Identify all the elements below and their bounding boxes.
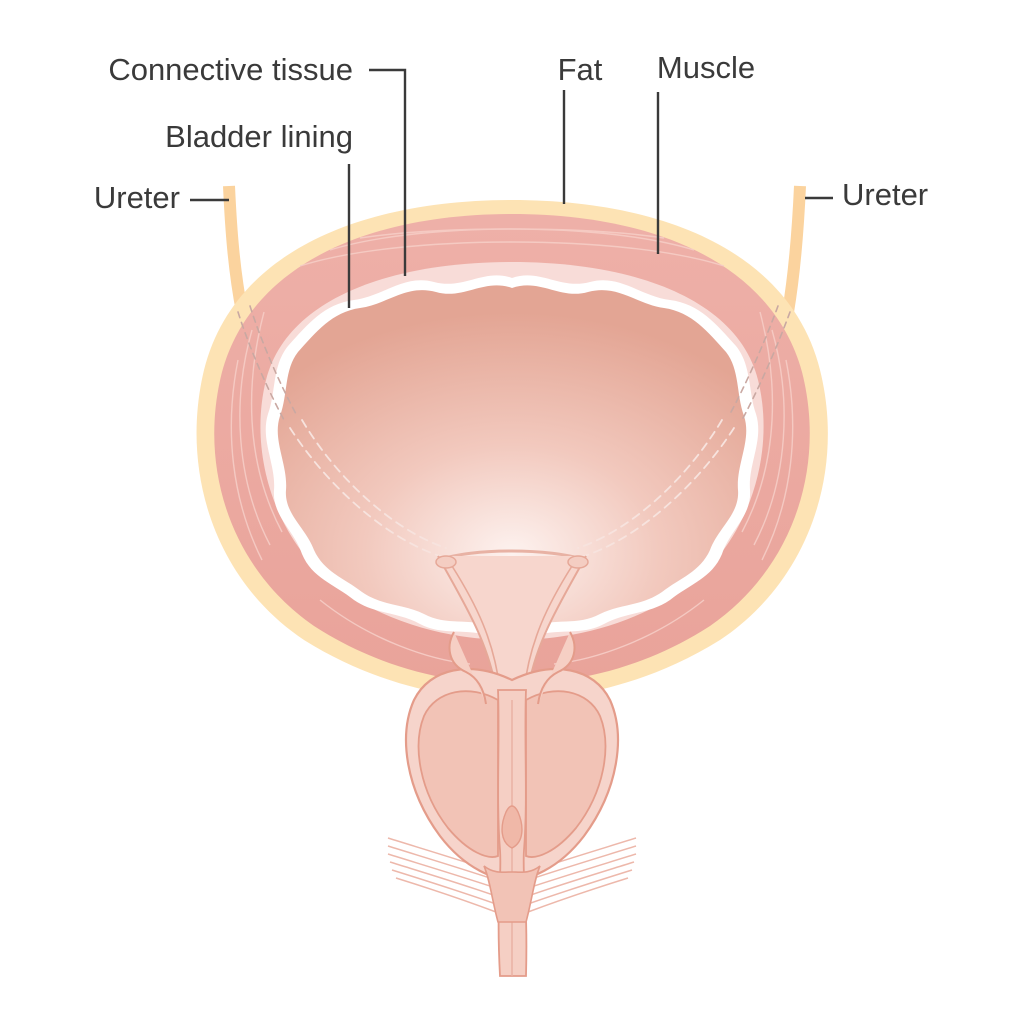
ureters [223,185,806,314]
bladder-lumen [277,285,747,629]
leader-lines [190,68,833,308]
left-ureter-tube [223,185,248,314]
urethra [483,689,541,977]
label-bladder-lining: Bladder lining [165,119,353,154]
leader-connective-tissue [369,68,407,276]
pelvic-floor-muscle [387,837,637,913]
label-ureter-right: Ureter [842,177,928,212]
ureter-intramural-paths [237,305,791,557]
label-fat: Fat [558,52,603,87]
prostate [405,631,619,882]
right-ureter-tube [782,185,806,313]
prostate-right-lobe [525,690,607,858]
prostate-left-lobe [417,690,499,858]
labels: Connective tissue Fat Muscle Bladder lin… [94,50,928,215]
label-connective-tissue: Connective tissue [108,52,353,87]
label-ureter-left: Ureter [94,180,180,215]
label-muscle: Muscle [657,50,755,85]
